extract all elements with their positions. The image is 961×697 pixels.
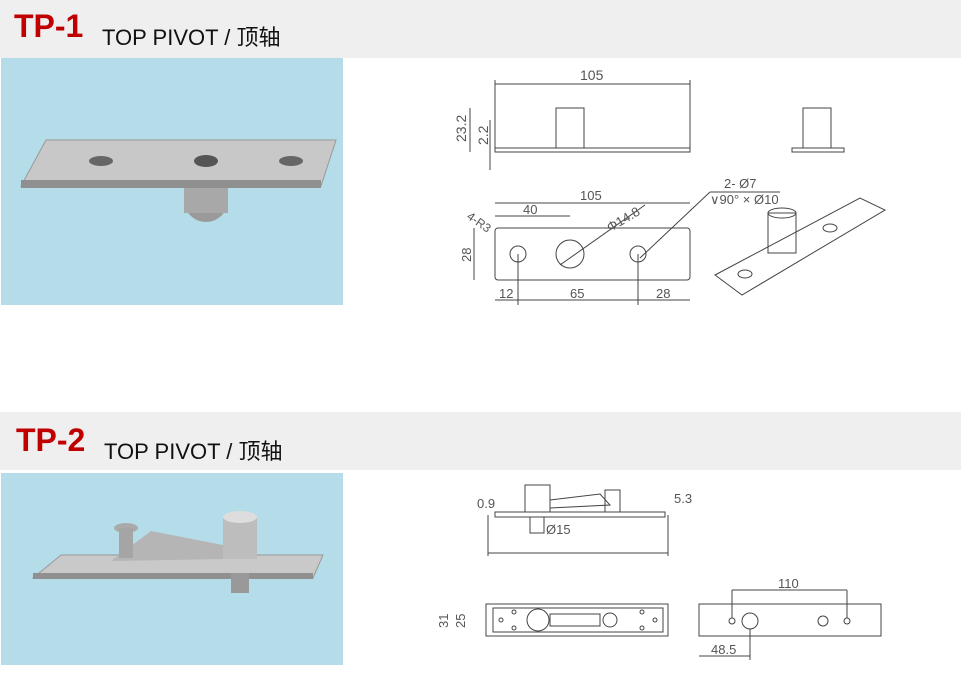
dim-left: 12 bbox=[499, 286, 513, 301]
dim-outer-width: 31 bbox=[436, 614, 451, 628]
dim-radius: 4-R3 bbox=[464, 209, 494, 236]
tp1-drawing: 105 23.2 2.2 105 4-R3 40 Φ14.8 28 2- Ø7 … bbox=[453, 67, 887, 305]
dim-length2: 105 bbox=[580, 188, 602, 203]
hole-note-1: 2- Ø7 bbox=[724, 176, 757, 191]
top-pivot-image bbox=[20, 139, 337, 222]
hole-note-2: ∨90° × Ø10 bbox=[710, 192, 779, 207]
dim-pin-dia: Φ14.8 bbox=[604, 204, 642, 235]
top-pivot-image bbox=[31, 511, 324, 593]
dim-height: 23.2 bbox=[453, 115, 469, 142]
product-code: TP-1 bbox=[14, 8, 84, 44]
product-title: TOP PIVOT / 顶轴 bbox=[102, 25, 281, 50]
dim-length: 105 bbox=[580, 67, 604, 83]
dim-width: 28 bbox=[459, 248, 474, 262]
dim-inner-width: 25 bbox=[453, 614, 468, 628]
dim-offset: 40 bbox=[523, 202, 537, 217]
product-photo-tp2 bbox=[1, 473, 343, 665]
dim-offset: 48.5 bbox=[711, 642, 736, 657]
product-code: TP-2 bbox=[16, 422, 86, 458]
dim-height: 5.3 bbox=[674, 491, 692, 506]
dim-center: 65 bbox=[570, 286, 584, 301]
dim-plate: 2.2 bbox=[475, 125, 491, 145]
section-header-tp1: TP-1 TOP PIVOT / 顶轴 bbox=[0, 0, 961, 58]
dim-pin-dia: Ø15 bbox=[546, 522, 571, 537]
section-header-tp2: TP-2 TOP PIVOT / 顶轴 bbox=[0, 412, 961, 470]
dim-plate: 0.9 bbox=[477, 496, 495, 511]
product-photo-tp1 bbox=[1, 58, 343, 305]
product-title: TOP PIVOT / 顶轴 bbox=[104, 439, 283, 464]
dim-spacing: 110 bbox=[778, 576, 799, 591]
dim-right: 28 bbox=[656, 286, 670, 301]
